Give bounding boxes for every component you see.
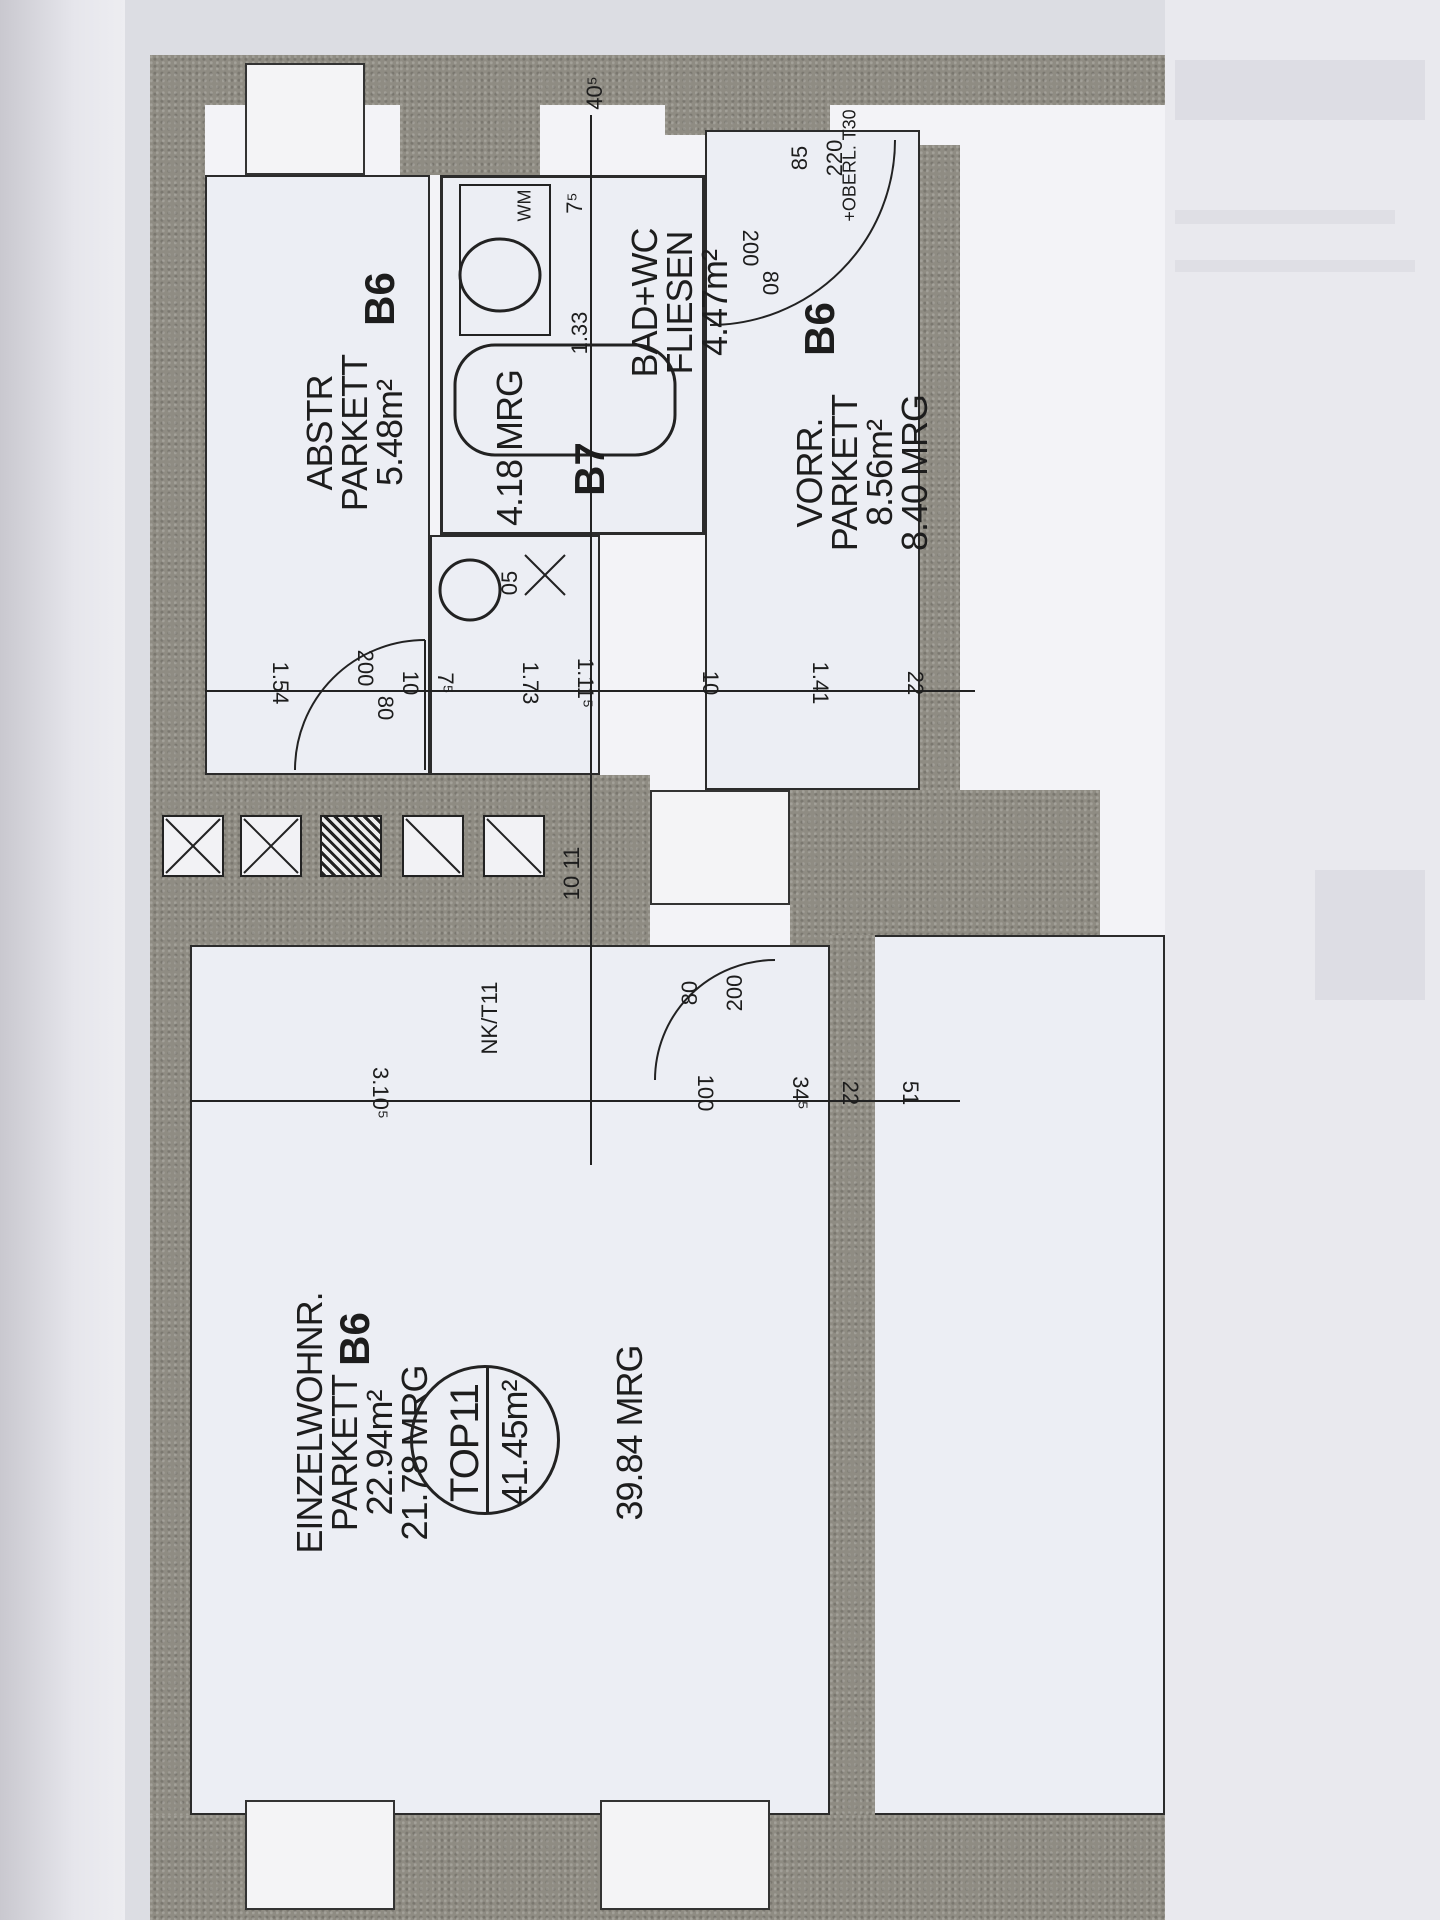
room-vorr bbox=[705, 130, 920, 790]
room-vorr-name: VORR. bbox=[789, 418, 830, 528]
top-unit-area: 41.45m² bbox=[494, 1380, 535, 1506]
kitchenette-fixtures bbox=[438, 554, 566, 622]
dim-label: 1.33 bbox=[567, 311, 592, 355]
exterior-wall-right bbox=[920, 145, 960, 845]
shaft-diagonal-icon bbox=[486, 818, 542, 874]
door-dim-label: 85 bbox=[787, 145, 812, 171]
room-vorr-area: 8.56m² bbox=[859, 419, 900, 527]
shaft-cross-icon bbox=[243, 818, 299, 874]
dim-label: 1.54 bbox=[268, 661, 293, 705]
top-unit-label: TOP11 bbox=[443, 1383, 487, 1503]
door-swing bbox=[294, 639, 426, 771]
top-unit-mrg: 39.84 MRG bbox=[609, 1345, 650, 1521]
room-bad-name: BAD+WC bbox=[624, 228, 665, 378]
dim-label: 10 bbox=[398, 670, 423, 696]
door-width-label: 80 bbox=[373, 695, 398, 721]
door-width-label: 80 bbox=[677, 980, 702, 1006]
door-fire-rating: +OBERL. T30 bbox=[839, 109, 860, 222]
dimension-line bbox=[590, 115, 592, 1165]
dim-label: 40⁵ bbox=[582, 76, 607, 110]
door-swing bbox=[654, 959, 776, 1081]
bleed-through-block bbox=[1175, 60, 1425, 120]
dim-label: 10 bbox=[698, 670, 723, 696]
bleed-through-line bbox=[1175, 210, 1395, 224]
dim-label: 1.41 bbox=[808, 661, 833, 705]
dim-label: 05 bbox=[497, 570, 522, 596]
window-bottom-left bbox=[245, 1800, 395, 1910]
shaft-diagonal-icon bbox=[405, 818, 461, 874]
cross-wall bbox=[150, 775, 650, 945]
wall-block bbox=[665, 55, 830, 135]
dim-label: 34⁵ bbox=[788, 1076, 813, 1110]
room-vorr-mrg: 8.40 MRG bbox=[894, 394, 935, 552]
book-page-right bbox=[1165, 0, 1440, 1920]
door-width-label: 80 bbox=[758, 270, 783, 296]
corridor bbox=[875, 935, 1165, 1815]
door-swing bbox=[709, 139, 896, 326]
shaft-x bbox=[162, 815, 224, 877]
room-einzel-category: B6 bbox=[331, 1312, 378, 1366]
door-opening bbox=[650, 790, 790, 905]
shaft-diagonal bbox=[483, 815, 545, 877]
shaft-diagonal bbox=[402, 815, 464, 877]
dim-label: 22 bbox=[838, 1080, 863, 1106]
dim-label: 1.11⁵ bbox=[573, 657, 598, 709]
bleed-through-line bbox=[1175, 260, 1415, 272]
room-abstr bbox=[205, 175, 430, 775]
shaft-cross-icon bbox=[165, 818, 221, 874]
shaft-x bbox=[240, 815, 302, 877]
dim-label: 51 bbox=[898, 1080, 923, 1106]
room-vorr-floor: PARKETT bbox=[824, 394, 865, 552]
dim-label: 7⁵ bbox=[562, 192, 587, 214]
bathroom-fixtures bbox=[453, 184, 677, 457]
dim-label: 11 bbox=[559, 846, 584, 870]
shaft-hatched bbox=[320, 815, 382, 877]
room-abstr-category: B6 bbox=[356, 272, 403, 326]
room-bad-category: B7 bbox=[566, 442, 613, 496]
dimension-line bbox=[190, 1100, 960, 1102]
top-unit-stamp bbox=[410, 1365, 560, 1515]
cross-wall bbox=[790, 790, 1100, 960]
room-kitchenette bbox=[430, 535, 600, 775]
bad-tub-label: 4.18 MRG bbox=[489, 369, 530, 527]
dim-label: 7⁵ bbox=[433, 672, 458, 694]
room-vorr-category: B6 bbox=[796, 302, 843, 356]
wall-block bbox=[400, 55, 540, 175]
window-top bbox=[245, 63, 365, 175]
dim-label: 100 bbox=[693, 1074, 718, 1112]
room-abstr-name: ABSTR bbox=[299, 375, 340, 491]
floor-plan: ABSTR PARKETT 5.48m² B6 BAD+WC FLIESEN 4… bbox=[150, 55, 1165, 1920]
window-bottom-right bbox=[600, 1800, 770, 1910]
bleed-through-block bbox=[1315, 870, 1425, 1000]
washing-machine-label: WM bbox=[514, 189, 535, 222]
niche-label: NK/T11 bbox=[477, 981, 502, 1055]
dim-label: 3.10⁵ bbox=[368, 1067, 393, 1119]
room-einzel-name: EINZELWOHNR. bbox=[289, 1292, 330, 1554]
dim-label: 22 bbox=[903, 670, 928, 696]
room-bad-area: 4.47m² bbox=[694, 249, 735, 357]
stamp-divider bbox=[486, 1368, 489, 1512]
room-bad-floor: FLIESEN bbox=[659, 231, 700, 375]
dim-label: 1.73 bbox=[518, 661, 543, 705]
door-height-label: 200 bbox=[722, 974, 747, 1012]
book-page-left bbox=[0, 0, 125, 1920]
corridor-wall bbox=[830, 935, 875, 1815]
